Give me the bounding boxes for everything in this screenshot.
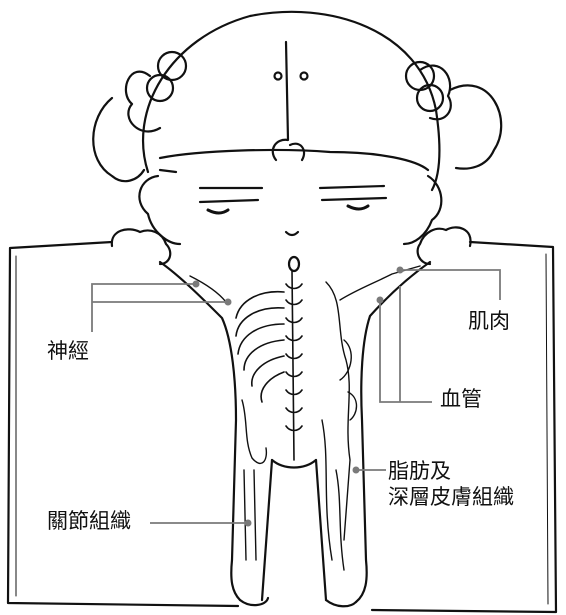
marker-joint-dot [245, 520, 252, 527]
label-fat-line1: 脂肪及 [388, 458, 514, 484]
ribs [236, 292, 284, 402]
leader-vessels-1 [380, 300, 432, 402]
spine [286, 270, 302, 460]
joint-tissue [190, 276, 266, 560]
marker-nerves-dot-2 [225, 299, 232, 306]
label-nerves: 神經 [47, 338, 89, 364]
label-blood-vessels: 血管 [440, 386, 482, 412]
held-board [8, 242, 556, 612]
label-fat-and-deep-skin-tissue: 脂肪及 深層皮膚組織 [388, 458, 514, 511]
marker-vessels-dot [377, 297, 384, 304]
label-fat-line2: 深層皮膚組織 [388, 484, 514, 510]
label-muscle: 肌肉 [468, 308, 510, 334]
label-joint-tissue: 關節組織 [47, 508, 131, 534]
marker-nerves-dot [193, 281, 200, 288]
marker-fat-dot [353, 467, 360, 474]
body-outline [160, 262, 430, 606]
vessels [322, 266, 420, 570]
leader-nerves [92, 284, 196, 332]
marker-muscle-dot [397, 267, 404, 274]
